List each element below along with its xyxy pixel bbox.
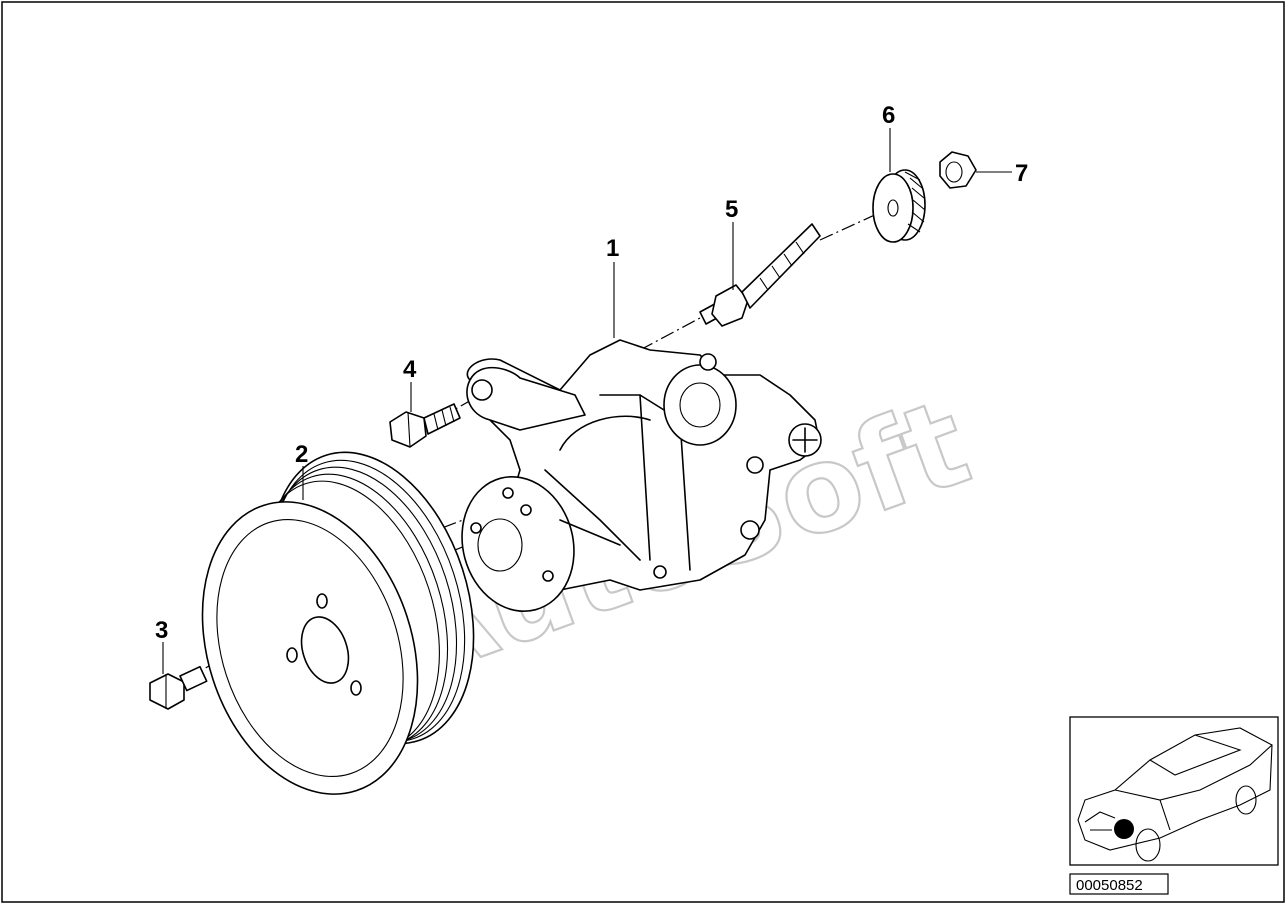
callout-6: 6: [882, 102, 895, 129]
diagram-id: 00050852: [1076, 877, 1143, 894]
power-steering-pump: [461, 339, 822, 613]
stud-part-5: [699, 223, 821, 327]
car-location-thumbnail: [1069, 716, 1279, 866]
hex-nut-part-7: [939, 151, 977, 189]
callout-5: 5: [725, 196, 738, 223]
leader-lines: [162, 128, 1012, 674]
callout-3: 3: [155, 617, 168, 644]
pulley-part: [201, 451, 475, 795]
bolt-part-4: [389, 403, 461, 448]
bolt-part-3: [149, 665, 208, 710]
diagram-id-box: 00050852: [1069, 873, 1169, 895]
callout-4: 4: [403, 356, 417, 383]
callout-1: 1: [606, 235, 619, 262]
callout-2: 2: [295, 441, 308, 468]
spacer-part-6: [872, 169, 926, 243]
callout-7: 7: [1015, 160, 1028, 187]
location-marker-icon: [1114, 819, 1134, 839]
